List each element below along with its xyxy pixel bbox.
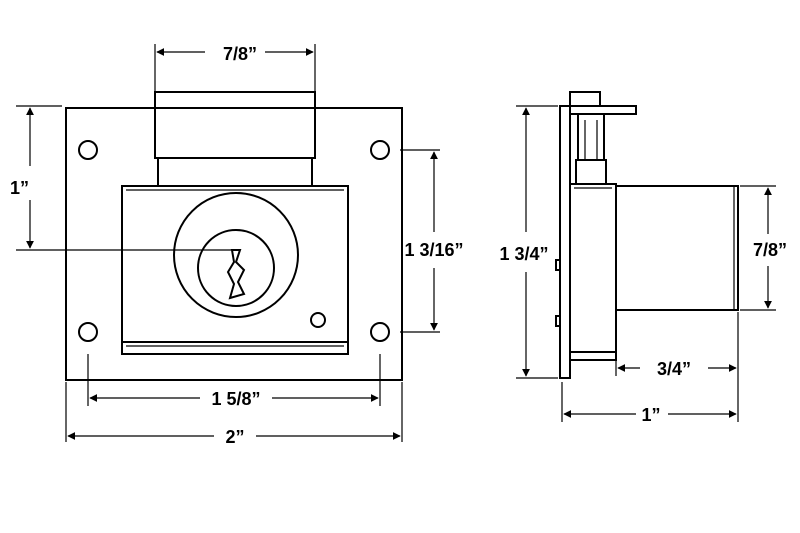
side-cylinder (615, 185, 739, 311)
front-view: 7/8” 1” 1 3/16” 1 5/8” (10, 44, 464, 447)
side-plate (559, 105, 571, 379)
dim-cylinder-diameter: 7/8” (740, 185, 787, 311)
side-housing (569, 183, 617, 353)
label-overall-depth: 1” (641, 405, 660, 425)
side-top-flange (569, 105, 637, 115)
dim-cylinder-width: 7/8” (154, 44, 316, 92)
label-cylinder-length: 3/4” (657, 359, 691, 379)
label-height-left: 1” (10, 178, 29, 198)
dim-cylinder-length: 3/4” (615, 312, 739, 422)
dim-hole-spacing-vertical: 1 3/16” (400, 149, 464, 333)
dim-overall-height: 1 3/4” (499, 105, 558, 379)
side-pin-lower (555, 315, 561, 327)
label-cylinder-diameter: 7/8” (753, 240, 787, 260)
dim-overall-depth: 1” (561, 382, 737, 425)
small-hole (310, 312, 326, 328)
bolt-body (154, 107, 316, 159)
label-overall-height: 1 3/4” (499, 244, 548, 264)
side-lip (569, 351, 617, 361)
dim-overall-width: 2” (65, 382, 403, 447)
housing-lip (121, 341, 349, 355)
keyway-icon (226, 249, 246, 300)
dim-height-left: 1” (10, 105, 234, 251)
mount-hole-bottom-right (370, 322, 390, 342)
label-hole-spacing-vertical: 1 3/16” (404, 240, 463, 260)
side-view: 1 3/4” 7/8” 3/4” 1” (499, 91, 787, 425)
mount-hole-top-left (78, 140, 98, 160)
side-pin-upper (555, 259, 561, 271)
label-overall-width: 2” (225, 427, 244, 447)
label-hole-spacing-horizontal: 1 5/8” (211, 389, 260, 409)
side-bolt-lower (575, 159, 607, 185)
mount-hole-top-right (370, 140, 390, 160)
side-top-tab (569, 91, 601, 107)
bolt-lower (157, 157, 313, 187)
mount-hole-bottom-left (78, 322, 98, 342)
label-cylinder-width: 7/8” (223, 44, 257, 64)
dim-hole-spacing-horizontal: 1 5/8” (87, 354, 381, 409)
